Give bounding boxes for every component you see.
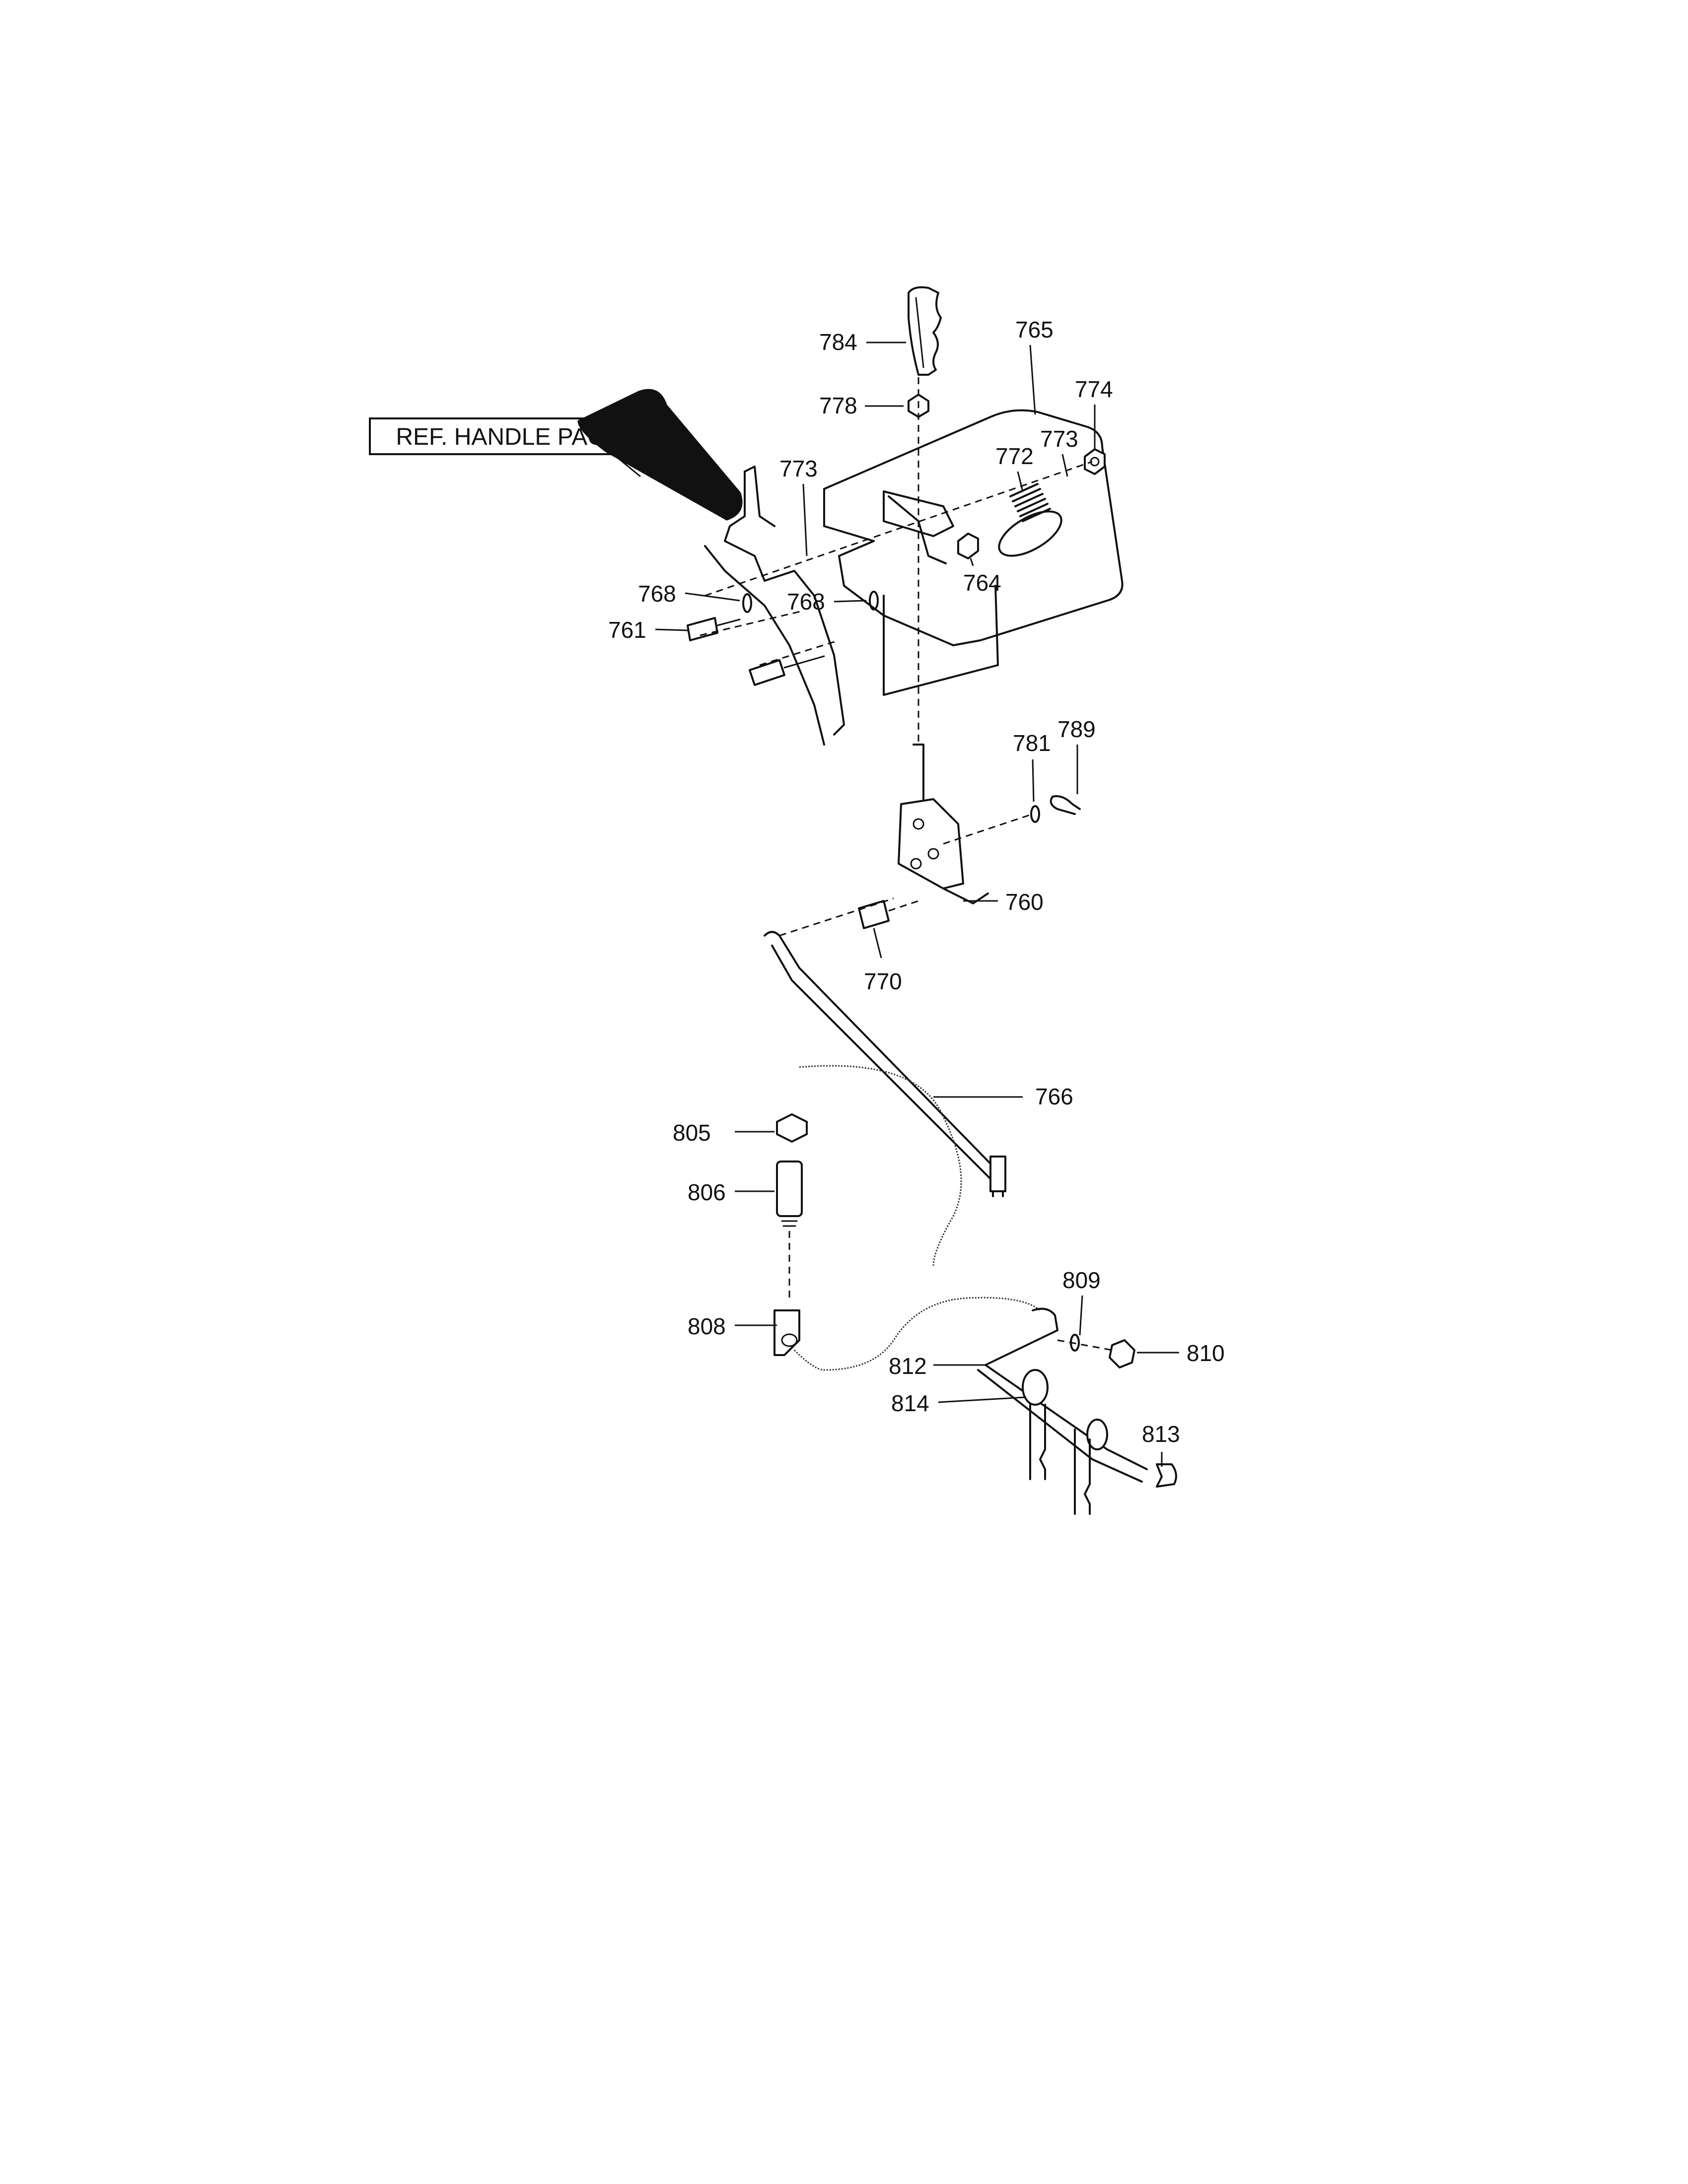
washer-768-left	[742, 593, 752, 613]
callout-809: 809	[1062, 1267, 1101, 1293]
callout-808: 808	[688, 1313, 726, 1339]
callout-781: 781	[1013, 730, 1051, 756]
callout-789: 789	[1057, 716, 1096, 742]
bolt-axis-lower	[759, 639, 840, 666]
shift-knob	[908, 286, 942, 376]
nut-805	[776, 1113, 808, 1143]
gate-notches	[888, 495, 947, 564]
lever-arm-outline	[724, 471, 845, 736]
bolt-lower	[749, 655, 825, 686]
handle-grip	[577, 389, 743, 521]
gate-plate	[883, 490, 954, 537]
bolt-770	[858, 900, 919, 929]
control-panel	[823, 409, 1124, 696]
callout-760: 760	[1005, 889, 1044, 915]
callout-768-left: 768	[638, 581, 676, 607]
callout-812: 812	[889, 1353, 927, 1379]
coupler-806	[776, 1160, 803, 1227]
callout-778: 778	[819, 393, 857, 418]
callout-labels: 784 765 778 774 773 772 773 764 768 768 …	[608, 317, 1225, 1447]
pin-axis-781	[943, 813, 1033, 845]
callout-814: 814	[891, 1390, 929, 1416]
callout-773-left: 773	[779, 456, 818, 481]
bolt-761	[687, 617, 741, 641]
lever-top-bend	[744, 466, 775, 527]
lever-arm-inner	[704, 545, 825, 746]
hairpin-789	[1050, 795, 1081, 815]
callout-770: 770	[864, 968, 902, 994]
callout-810: 810	[1187, 1340, 1225, 1366]
callout-768-right: 768	[787, 589, 825, 614]
shift-shaft	[977, 1307, 1177, 1515]
callout-766: 766	[1035, 1084, 1073, 1109]
callout-774: 774	[1075, 376, 1113, 402]
shift-rod	[764, 931, 1006, 1197]
callout-772: 772	[995, 443, 1034, 469]
callout-784: 784	[819, 329, 857, 355]
washer-768-right	[869, 591, 879, 611]
nut-810-axis	[1057, 1339, 1113, 1351]
spring-axis	[704, 461, 1093, 597]
callout-764: 764	[963, 570, 1001, 596]
leader-lines	[655, 341, 1179, 1467]
swivel-808	[774, 1309, 800, 1356]
phantom-path-upper	[799, 1065, 962, 1266]
callout-773-right: 773	[1040, 426, 1078, 452]
rod-end-axis	[779, 897, 894, 937]
shift-bracket	[898, 744, 989, 904]
callout-765: 765	[1015, 317, 1054, 342]
callout-813: 813	[1142, 1421, 1180, 1447]
nut-810	[1109, 1339, 1135, 1368]
spring	[1009, 483, 1051, 522]
washer-781	[1030, 805, 1040, 823]
phantom-path-lower	[793, 1297, 1041, 1371]
callout-805: 805	[673, 1120, 711, 1146]
callout-761: 761	[608, 617, 646, 643]
nut-764	[957, 533, 979, 559]
callout-806: 806	[688, 1179, 726, 1205]
